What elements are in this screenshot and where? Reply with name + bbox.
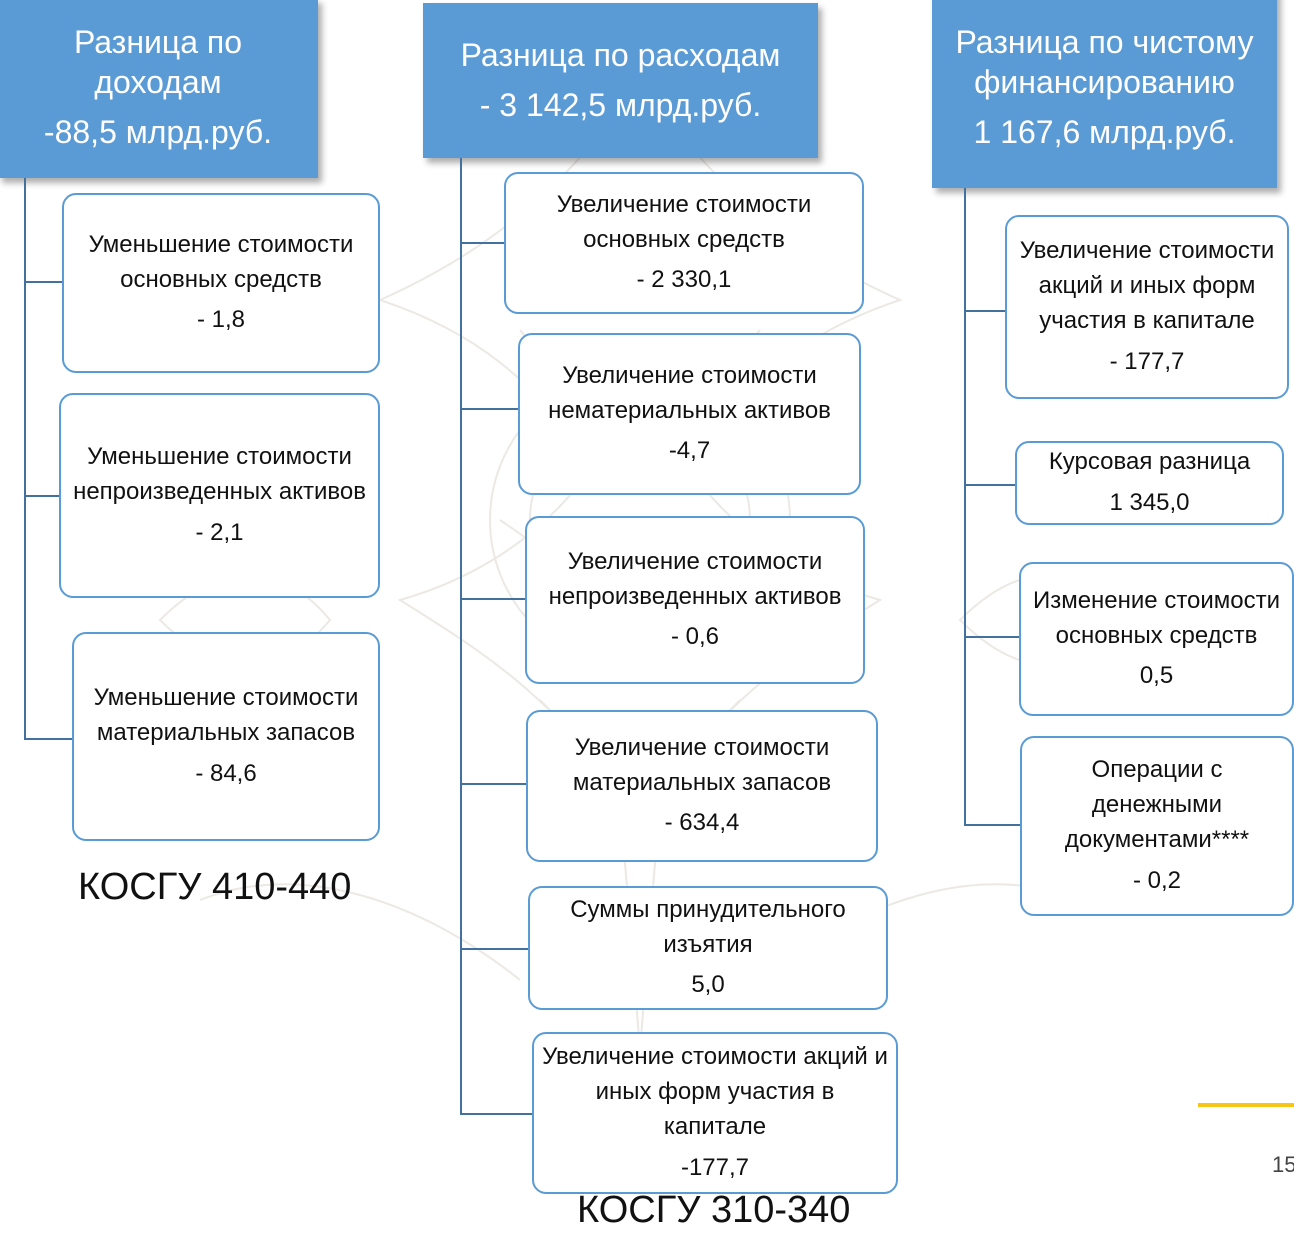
expense-difference-title: Разница по расходам xyxy=(460,36,781,73)
expense-item-box: Увеличение стоимости основных средств - … xyxy=(504,172,864,314)
kosgu-code-expense: КОСГУ 310-340 xyxy=(577,1189,851,1231)
item-value: - 177,7 xyxy=(1109,347,1185,375)
item-value: - 0,2 xyxy=(1132,866,1182,894)
item-label: Суммы принудительного изъятия xyxy=(570,895,846,958)
item-value: - 2,1 xyxy=(195,518,244,546)
expense-tree-branch xyxy=(460,948,528,950)
item-label: Увеличение стоимости нематериальных акти… xyxy=(548,361,831,424)
financing-tree-branch xyxy=(964,484,1015,486)
financing-item-box: Курсовая разница 1 345,0 xyxy=(1015,441,1284,525)
expense-item-box: Увеличение стоимости нематериальных акти… xyxy=(518,333,861,495)
item-value: -177,7 xyxy=(680,1153,750,1181)
expense-tree-trunk xyxy=(460,158,462,1115)
income-item-box: Уменьшение стоимости основных средств - … xyxy=(62,193,380,373)
expense-difference-header: Разница по расходам - 3 142,5 млрд.руб. xyxy=(423,3,818,158)
income-difference-value: -88,5 млрд.руб. xyxy=(43,113,273,150)
financing-tree-branch xyxy=(964,310,1005,312)
page-number: 15 xyxy=(1272,1152,1294,1177)
financing-difference-header: Разница по чистому финансированию 1 167,… xyxy=(932,0,1277,188)
financing-difference-title: Разница по чистому финансированию xyxy=(955,24,1254,101)
kosgu-code-income: КОСГУ 410-440 xyxy=(78,866,352,908)
item-label: Увеличение стоимости акций и иных форм у… xyxy=(542,1043,888,1140)
item-label: Увеличение стоимости основных средств xyxy=(556,190,812,253)
income-item-box: Уменьшение стоимости непроизведенных акт… xyxy=(59,393,380,598)
financing-difference-value: 1 167,6 млрд.руб. xyxy=(973,113,1236,150)
financing-tree-trunk xyxy=(964,188,966,826)
item-label: Увеличение стоимости материальных запасо… xyxy=(572,733,832,796)
item-value: - 634,4 xyxy=(664,809,740,837)
expense-tree-branch xyxy=(460,783,526,785)
financing-item-box: Изменение стоимости основных средств 0,5 xyxy=(1019,562,1294,716)
income-tree-branch xyxy=(24,495,60,497)
expense-item-box: Суммы принудительного изъятия 5,0 xyxy=(528,886,888,1010)
financing-item-box: Операции с денежными документами**** - 0… xyxy=(1020,736,1294,916)
item-label: Уменьшение стоимости материальных запасо… xyxy=(93,684,359,747)
expense-item-box: Увеличение стоимости материальных запасо… xyxy=(526,710,878,862)
financing-tree-branch xyxy=(964,636,1019,638)
item-label: Увеличение стоимости непроизведенных акт… xyxy=(548,547,842,610)
income-tree-trunk xyxy=(24,178,26,740)
income-item-box: Уменьшение стоимости материальных запасо… xyxy=(72,632,380,841)
expense-tree-branch xyxy=(460,242,504,244)
item-label: Уменьшение стоимости непроизведенных акт… xyxy=(73,443,366,506)
income-tree-branch xyxy=(24,738,72,740)
item-value: - 2 330,1 xyxy=(636,266,732,294)
item-value: - 1,8 xyxy=(196,306,246,334)
financing-item-box: Увеличение стоимости акций и иных форм у… xyxy=(1005,215,1289,399)
income-difference-title: Разница по доходам xyxy=(73,24,243,101)
expense-item-box: Увеличение стоимости непроизведенных акт… xyxy=(525,516,865,684)
item-value: 1 345,0 xyxy=(1109,489,1190,516)
expense-item-box: Увеличение стоимости акций и иных форм у… xyxy=(532,1032,898,1194)
item-label: Операции с денежными документами**** xyxy=(1064,756,1250,853)
financing-tree-branch xyxy=(964,824,1020,826)
income-tree-branch xyxy=(24,281,63,283)
item-label: Изменение стоимости основных средств xyxy=(1032,586,1281,649)
income-difference-header: Разница по доходам -88,5 млрд.руб. xyxy=(0,0,318,178)
item-label: Курсовая разница xyxy=(1048,448,1251,476)
item-label: Увеличение стоимости акций и иных форм у… xyxy=(1019,237,1275,334)
expense-tree-branch xyxy=(460,408,518,410)
item-label: Уменьшение стоимости основных средств xyxy=(88,230,354,293)
accent-line xyxy=(1198,1103,1294,1107)
item-value: 5,0 xyxy=(691,971,725,999)
item-value: 0,5 xyxy=(1139,662,1174,690)
item-value: -4,7 xyxy=(668,437,711,465)
expense-tree-branch xyxy=(460,598,525,600)
expense-difference-value: - 3 142,5 млрд.руб. xyxy=(479,86,762,123)
item-value: - 0,6 xyxy=(670,623,720,651)
expense-tree-branch xyxy=(460,1113,532,1115)
item-value: - 84,6 xyxy=(195,759,257,787)
